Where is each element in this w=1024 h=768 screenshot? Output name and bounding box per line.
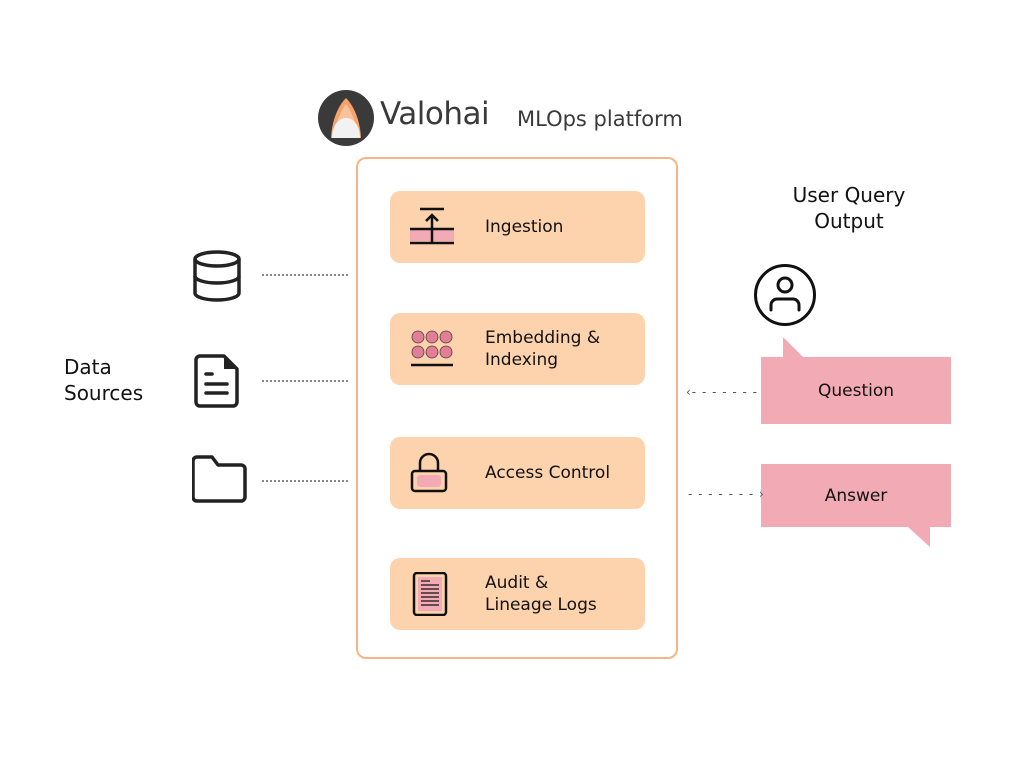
brand-name: Valohai: [380, 96, 490, 132]
step-label-line2: Lineage Logs: [485, 595, 597, 615]
step-audit-lineage: Audit & Lineage Logs: [390, 558, 645, 630]
step-label: Ingestion: [485, 191, 563, 263]
step-label: Embedding & Indexing: [485, 313, 600, 385]
step-access-control: Access Control: [390, 437, 645, 509]
platform-subtitle: MLOps platform: [517, 107, 683, 131]
user-icon: [754, 264, 816, 326]
step-label: Access Control: [485, 437, 610, 509]
question-bubble-tail: [783, 337, 805, 359]
data-sources-label-line1: Data: [64, 355, 112, 379]
valohai-logo-icon: [318, 90, 374, 146]
connector-database: [262, 274, 348, 276]
step-label-line1: Access Control: [485, 463, 611, 483]
user-query-title-line2: Output: [814, 209, 884, 233]
lock-icon: [410, 452, 448, 493]
answer-bubble-tail: [908, 527, 930, 547]
answer-bubble: Answer: [761, 464, 951, 527]
user-query-title: User Query Output: [770, 182, 928, 234]
user-query-title-line1: User Query: [792, 183, 906, 207]
data-sources-label: Data Sources: [64, 354, 143, 406]
document-icon: [194, 354, 239, 408]
step-embedding-indexing: Embedding & Indexing: [390, 313, 645, 385]
step-label-line1: Ingestion: [485, 217, 564, 237]
upload-icon: [410, 207, 454, 245]
question-bubble: Question: [761, 357, 951, 424]
folder-icon: [192, 455, 247, 503]
step-ingestion: Ingestion: [390, 191, 645, 263]
answer-arrow: - - - - - - - ›: [688, 487, 765, 501]
connector-document: [262, 380, 348, 382]
step-label-line1: Audit &: [485, 573, 549, 593]
data-sources-label-line2: Sources: [64, 381, 144, 405]
question-arrow: ‹- - - - - - -: [686, 385, 758, 399]
step-label-line1: Embedding &: [485, 328, 601, 348]
question-label: Question: [817, 380, 895, 401]
step-label: Audit & Lineage Logs: [485, 558, 597, 630]
platform-container: [356, 157, 678, 659]
log-document-icon: [412, 572, 448, 616]
database-icon: [193, 250, 241, 302]
answer-label: Answer: [824, 485, 888, 506]
grid-dots-icon: [411, 330, 453, 367]
connector-folder: [262, 480, 348, 482]
step-label-line2: Indexing: [485, 350, 559, 370]
